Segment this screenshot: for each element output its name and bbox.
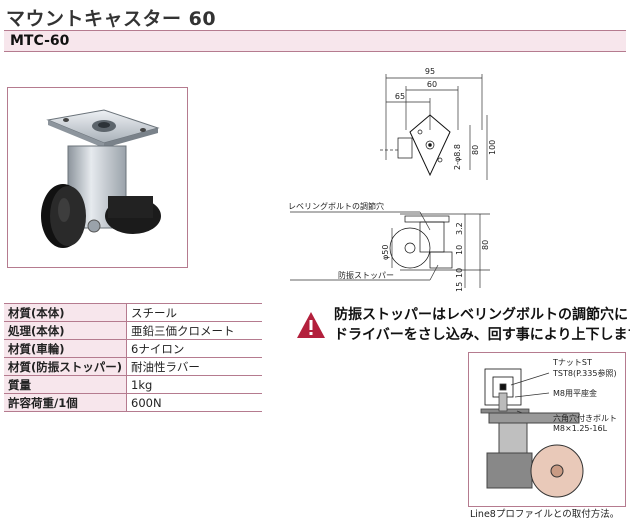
table-row: 材質(防振ストッパー)耐油性ラバー — [4, 357, 262, 376]
model-number: MTC-60 — [10, 33, 70, 49]
warning-icon — [297, 312, 325, 338]
dim-80: 80 — [471, 145, 480, 155]
line8-label-bolt-size: M8×1.25-16L — [553, 424, 608, 433]
dim-80-side: 80 — [481, 240, 490, 250]
spec-value: 600N — [126, 393, 262, 412]
spec-key: 処理(本体) — [4, 321, 128, 340]
dim-100: 100 — [488, 140, 497, 155]
spec-key: 許容荷重/1個 — [4, 393, 128, 412]
warning-line1: 防振ストッパーはレベリングボルトの調節穴に — [334, 307, 628, 323]
spec-value: 6ナイロン — [126, 339, 262, 358]
table-row: 処理(本体)亜鉛三価クロメート — [4, 321, 262, 340]
dim-60: 60 — [427, 80, 437, 89]
line8-label-bolt: 六角穴付きボルト — [553, 413, 617, 423]
dim-65: 65 — [395, 92, 405, 101]
dim-d50: φ50 — [381, 245, 390, 260]
spec-value: スチール — [126, 303, 262, 322]
warning-line2: ドライバーをさし込み、回す事により上下します。 — [334, 327, 630, 343]
table-row: 材質(車輪)6ナイロン — [4, 339, 262, 358]
line8-label-tst8: TST8(P.335参照) — [552, 368, 617, 378]
spec-table: 材質(本体)スチール 処理(本体)亜鉛三価クロメート 材質(車輪)6ナイロン 材… — [4, 303, 262, 412]
line8-label-washer: M8用平座金 — [553, 388, 597, 398]
top-view-drawing: 95 60 65 2-φ8.8 80 100 — [370, 60, 500, 190]
spec-value: 1kg — [126, 375, 262, 394]
spec-key: 材質(車輪) — [4, 339, 128, 358]
spec-key: 材質(防振ストッパー) — [4, 357, 128, 376]
product-photo — [7, 87, 188, 268]
table-row: 材質(本体)スチール — [4, 303, 262, 322]
model-bar: MTC-60 — [4, 30, 626, 52]
dim-32: 3.2 — [455, 222, 464, 235]
line8-label-tnut: TナットST — [552, 358, 592, 367]
dim-hole: 2-φ8.8 — [453, 144, 462, 170]
spec-key: 質量 — [4, 375, 128, 394]
spec-value: 亜鉛三価クロメート — [126, 321, 262, 340]
callout-leveling: レベリングボルトの調節穴 — [288, 201, 384, 211]
spec-value: 耐油性ラバー — [126, 357, 262, 376]
dim-10b: 10 — [455, 268, 464, 278]
dim-95: 95 — [425, 67, 435, 76]
spec-key: 材質(本体) — [4, 303, 128, 322]
warning-text: 防振ストッパーはレベリングボルトの調節穴に ドライバーをさし込み、回す事により上… — [334, 305, 630, 345]
line8-caption: Line8プロファイルとの取付方法。 — [470, 509, 620, 518]
dim-15: 15 — [455, 282, 464, 292]
line8-mount-illustration: TナットST TST8(P.335参照) M8用平座金 六角穴付きボルト M8×… — [468, 352, 626, 507]
callout-stopper: 防振ストッパー — [338, 270, 394, 280]
side-view-drawing: レベリングボルトの調節穴 防振ストッパー φ50 3.2 10 80 10 15 — [280, 200, 500, 295]
dim-10a: 10 — [455, 245, 464, 255]
page-title: マウントキャスター 60 — [6, 8, 217, 30]
